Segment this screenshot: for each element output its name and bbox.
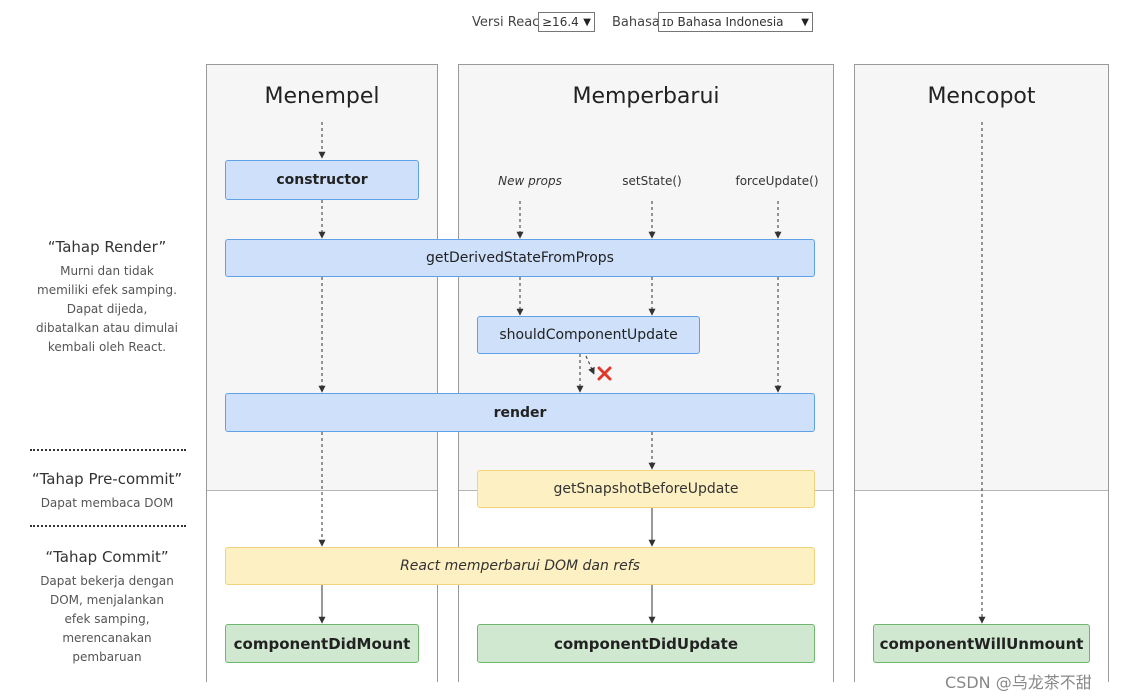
render-phase-desc: Murni dan tidak memiliki efek samping. D… <box>36 264 178 354</box>
get-snapshot-box: getSnapshotBeforeUpdate <box>477 470 815 508</box>
precommit-phase-desc: Dapat membaca DOM <box>40 496 174 510</box>
chevron-down-icon: ▼ <box>801 16 809 28</box>
get-derived-state-box: getDerivedStateFromProps <box>225 239 815 277</box>
render-box: render <box>225 393 815 432</box>
mounting-title: Menempel <box>264 84 380 109</box>
render-phase-title: “Tahap Render” <box>47 238 167 256</box>
commit-phase-title: “Tahap Commit” <box>45 548 169 566</box>
language-select[interactable]: ɪᴅ Bahasa Indonesia ▼ <box>658 12 813 32</box>
commit-phase-desc: Dapat bekerja dengan DOM, menjalankan ef… <box>40 574 174 664</box>
language-label: Bahasa <box>612 15 660 30</box>
unmounting-title: Mencopot <box>927 84 1036 109</box>
chevron-down-icon: ▼ <box>583 16 591 28</box>
constructor-box: constructor <box>225 160 419 200</box>
trigger-force-update: forceUpdate() <box>735 174 819 188</box>
should-component-update-box: shouldComponentUpdate <box>477 316 700 354</box>
cancel-icon <box>597 366 612 381</box>
component-did-update-box: componentDidUpdate <box>477 624 815 663</box>
trigger-new-props: New props <box>498 174 562 188</box>
precommit-phase-title: “Tahap Pre-commit” <box>31 470 183 488</box>
watermark: CSDN @乌龙茶不甜 <box>945 673 1092 692</box>
language-value: ɪᴅ Bahasa Indonesia <box>662 15 784 29</box>
phase-separator <box>30 525 186 527</box>
component-will-unmount-box: componentWillUnmount <box>873 624 1090 663</box>
version-label: Versi React <box>472 15 545 30</box>
phase-separator <box>30 449 186 451</box>
version-value: ≥16.4 <box>542 15 579 29</box>
react-updates-dom-box: React memperbarui DOM dan refs <box>225 547 815 585</box>
version-select[interactable]: ≥16.4 ▼ <box>538 12 595 32</box>
arrow-scu-cancel <box>585 355 595 375</box>
component-did-mount-box: componentDidMount <box>225 624 419 663</box>
updating-title: Memperbarui <box>572 84 720 109</box>
trigger-set-state: setState() <box>622 174 682 188</box>
